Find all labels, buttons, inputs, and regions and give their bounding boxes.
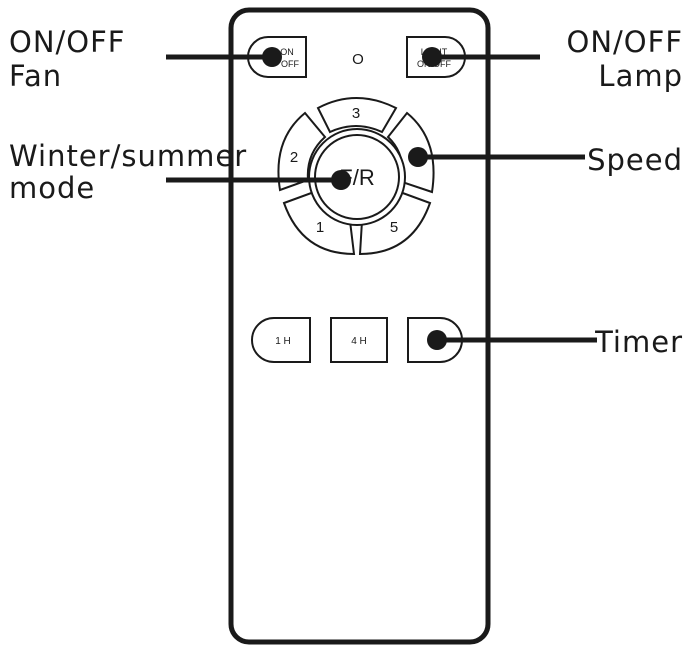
timer-4h-button[interactable]: 4 H xyxy=(330,317,388,363)
speed-label-1: 1 xyxy=(316,219,324,236)
fan-button-label-off: OFF xyxy=(281,59,299,69)
lamp-callout-line2: Lamp xyxy=(598,59,683,93)
indicator-light: O xyxy=(352,51,364,68)
reverse-button[interactable]: F/R xyxy=(308,128,406,226)
timer-callout: Timer xyxy=(594,325,683,359)
speed-button-2[interactable] xyxy=(277,111,327,192)
leader-lines xyxy=(166,47,597,350)
timer-4h-label: 4 H xyxy=(351,336,367,347)
fan-button-label-on: ON xyxy=(280,47,294,57)
mode-callout-line1: Winter/summer xyxy=(9,139,247,173)
timer-1h-button[interactable]: 1 H xyxy=(251,317,311,363)
speed-ring: 3 2 1 5 xyxy=(277,97,435,256)
speed-callout: Speed xyxy=(587,143,683,177)
speed-label-2: 2 xyxy=(290,149,298,166)
lamp-callout-line1: ON/OFF xyxy=(567,25,683,59)
timer-1h-label: 1 H xyxy=(275,336,291,347)
mode-callout-line2: mode xyxy=(9,171,95,205)
fan-callout-line1: ON/OFF xyxy=(9,25,125,59)
speed-button-3[interactable] xyxy=(316,97,398,134)
speed-label-5: 5 xyxy=(390,219,398,236)
speed-label-3: 3 xyxy=(352,105,360,122)
fan-callout-line2: Fan xyxy=(9,59,62,93)
